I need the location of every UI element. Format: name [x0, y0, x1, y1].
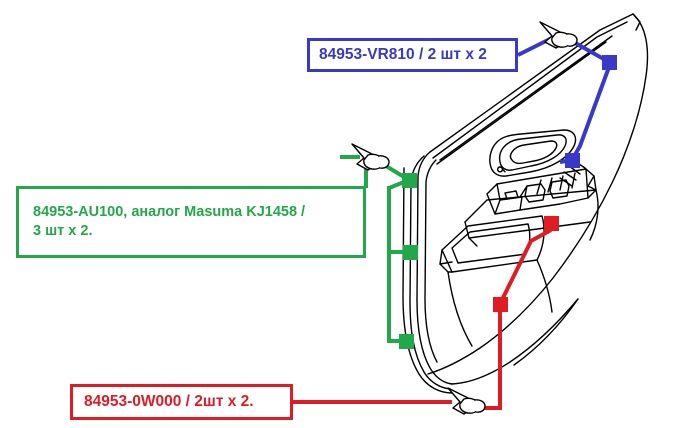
annotation-green: [340, 143, 418, 349]
marker-red-2: [493, 297, 508, 312]
callout-label-red: 84953-0W000 / 2шт х 2.: [84, 392, 254, 410]
blue-clip-icon: [539, 21, 578, 49]
callout-label-green: 84953-AU100, аналог Masuma KJ1458 / 3 шт…: [33, 204, 306, 239]
annotation-red: [293, 216, 559, 415]
green-clip-icon: [351, 143, 390, 171]
callout-box-red: 84953-0W000 / 2шт х 2.: [70, 384, 293, 420]
callout-box-blue: 84953-VR810 / 2 шт х 2: [307, 38, 518, 72]
marker-green-3: [399, 334, 414, 349]
door-panel-outline: [402, 13, 649, 394]
marker-green-2: [403, 245, 418, 260]
marker-red-1: [544, 216, 559, 231]
callout-label-blue: 84953-VR810 / 2 шт х 2: [319, 45, 487, 63]
marker-blue-1: [602, 55, 617, 70]
annotation-blue: [517, 21, 617, 168]
marker-green-1: [402, 173, 417, 188]
callout-box-green: 84953-AU100, аналог Masuma KJ1458 / 3 шт…: [16, 186, 366, 258]
red-clip-icon: [447, 387, 486, 415]
marker-blue-2: [565, 153, 580, 168]
